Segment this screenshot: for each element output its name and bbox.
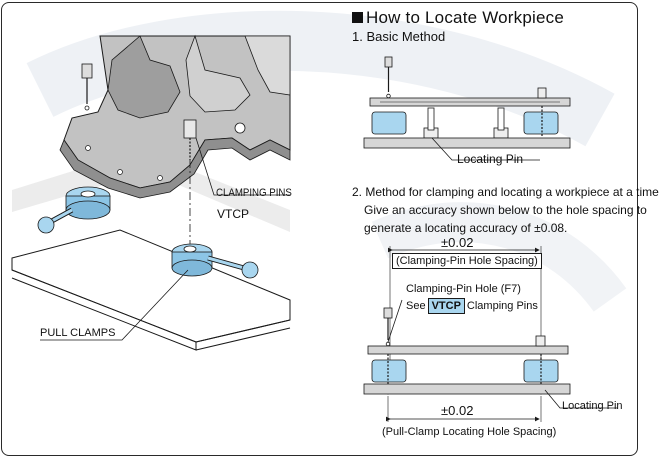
machine-casting [12,34,291,232]
watermark-swoosh-2 [371,202,627,313]
bottom-tolerance: ±0.02 [441,403,474,418]
see-prefix: See [406,300,426,312]
illustration [11,10,627,422]
pull-clamps-label: PULL CLAMPS [40,327,116,339]
method2-locating-pin-label: Locating Pin [562,400,623,412]
clamping-pin-hole-label: Clamping-Pin Hole (F7) [406,283,521,295]
top-spacing-label: (Clamping-Pin Hole Spacing) [392,253,542,269]
clamping-pins-label: CLAMPING PINS [216,187,292,199]
pull-clamps-leader [40,269,189,341]
heading-bullet [352,12,363,23]
method2-diagram [363,246,618,422]
basic-method-diagram [363,56,571,161]
base-slab [11,229,291,351]
figure-frame [1,2,638,456]
top-tolerance: ±0.02 [441,235,474,250]
method1-locating-pin-label: Locating Pin [457,152,524,166]
method2-line-1: 2. Method for clamping and locating a wo… [352,185,659,199]
method2-line-2: Give an accuracy shown below to the hole… [364,203,647,217]
vtcp-label: VTCP [217,207,250,221]
vtcp-product-box: VTCP [427,298,465,314]
method2-description: 2. Method for clamping and locating a wo… [352,183,659,237]
method1-title: 1. Basic Method [352,29,446,44]
bottom-spacing-label: (Pull-Clamp Locating Hole Spacing) [382,426,557,438]
pull-clamp-right [171,243,259,279]
pull-clamp-left [37,186,111,234]
method2-line-3: generate a locating accuracy of ±0.08. [364,221,568,235]
see-suffix: Clamping Pins [466,300,538,312]
section-heading: How to Locate Workpiece [352,8,564,28]
clamping-pins-leader [195,137,290,196]
